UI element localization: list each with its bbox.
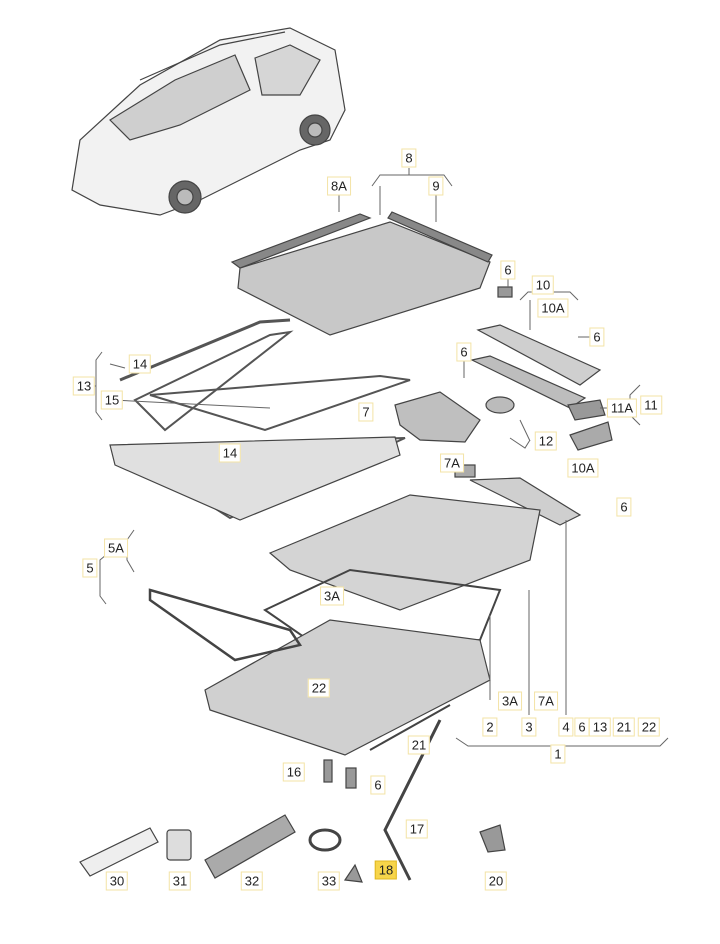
car-illustration xyxy=(71,27,346,216)
callout-label-1[interactable]: 1 xyxy=(550,744,566,764)
callout-label-7a[interactable]: 7A xyxy=(440,453,464,473)
callout-label-22[interactable]: 22 xyxy=(637,717,661,737)
callout-label-6[interactable]: 6 xyxy=(456,342,472,362)
callout-label-13[interactable]: 13 xyxy=(588,717,612,737)
callout-label-5[interactable]: 5 xyxy=(82,558,98,578)
callout-label-22[interactable]: 22 xyxy=(307,678,331,698)
callout-label-21[interactable]: 21 xyxy=(612,717,636,737)
callout-label-10[interactable]: 10 xyxy=(531,275,555,295)
callout-label-21[interactable]: 21 xyxy=(407,735,431,755)
callout-label-16[interactable]: 16 xyxy=(282,762,306,782)
callout-label-14[interactable]: 14 xyxy=(128,354,152,374)
callout-label-6[interactable]: 6 xyxy=(370,775,386,795)
callout-label-12[interactable]: 12 xyxy=(534,431,558,451)
callout-label-6[interactable]: 6 xyxy=(500,260,516,280)
callout-label-6[interactable]: 6 xyxy=(616,497,632,517)
callout-label-3a[interactable]: 3A xyxy=(498,691,522,711)
callout-label-15[interactable]: 15 xyxy=(100,390,124,410)
callout-label-8a[interactable]: 8A xyxy=(327,176,351,196)
callout-label-17[interactable]: 17 xyxy=(405,819,429,839)
callout-label-6[interactable]: 6 xyxy=(589,327,605,347)
frame-seal xyxy=(109,436,401,521)
callout-label-4[interactable]: 4 xyxy=(558,717,574,737)
callout-label-7[interactable]: 7 xyxy=(358,402,374,422)
callout-label-5a[interactable]: 5A xyxy=(104,538,128,558)
callout-label-2[interactable]: 2 xyxy=(482,717,498,737)
callout-label-3a[interactable]: 3A xyxy=(320,586,344,606)
callout-label-13[interactable]: 13 xyxy=(72,376,96,396)
callout-label-14[interactable]: 14 xyxy=(218,443,242,463)
callout-label-11a[interactable]: 11A xyxy=(606,398,638,418)
callout-label-31[interactable]: 31 xyxy=(168,871,192,891)
callout-label-10a[interactable]: 10A xyxy=(567,458,599,478)
callout-label-8[interactable]: 8 xyxy=(401,148,417,168)
callout-label-18[interactable]: 18 xyxy=(374,860,398,880)
seal-14 xyxy=(119,318,291,382)
callout-label-30[interactable]: 30 xyxy=(105,871,129,891)
roof-panel xyxy=(204,619,491,756)
callout-label-11[interactable]: 11 xyxy=(640,395,662,415)
callout-label-3[interactable]: 3 xyxy=(521,717,537,737)
motor xyxy=(394,391,481,443)
callout-label-33[interactable]: 33 xyxy=(317,871,341,891)
callout-label-9[interactable]: 9 xyxy=(428,176,444,196)
callout-label-6[interactable]: 6 xyxy=(574,717,590,737)
callout-label-7a[interactable]: 7A xyxy=(534,691,558,711)
callout-label-32[interactable]: 32 xyxy=(240,871,264,891)
drain-hose xyxy=(383,719,442,881)
callout-label-20[interactable]: 20 xyxy=(484,871,508,891)
callout-label-10a[interactable]: 10A xyxy=(537,298,569,318)
glass-panel xyxy=(230,211,513,336)
sunroof-frame xyxy=(268,494,541,611)
